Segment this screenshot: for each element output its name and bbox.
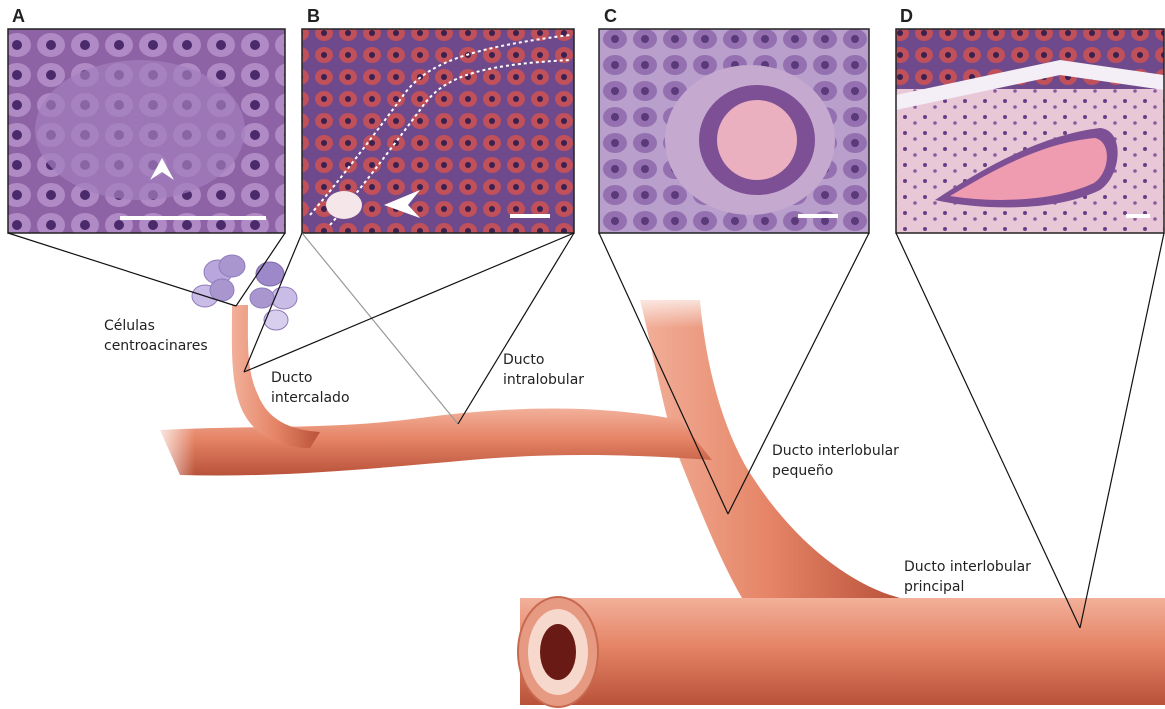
label-small-interlobular-duct: Ducto interlobular pequeño [772, 441, 899, 481]
label-line: principal [904, 577, 1031, 597]
label-line: Ducto interlobular [904, 557, 1031, 577]
panel-d-micrograph [896, 29, 1164, 233]
label-main-interlobular-duct: Ducto interlobular principal [904, 557, 1031, 597]
duct-network [150, 288, 1165, 707]
main-interlobular-duct [520, 598, 1165, 705]
label-line: intralobular [503, 370, 584, 390]
panel-letter-b: B [307, 6, 320, 27]
panel-letter-d: D [900, 6, 913, 27]
label-line: intercalado [271, 388, 350, 408]
label-line: Ducto [503, 350, 584, 370]
intralobular-duct [160, 408, 712, 475]
label-line: Células [104, 316, 208, 336]
panel-letter-a: A [12, 6, 25, 27]
label-centroacinar-cells: Células centroacinares [104, 316, 208, 356]
panel-letter-c: C [604, 6, 617, 27]
panel-b-micrograph [302, 29, 574, 233]
panel-c-micrograph [599, 29, 869, 233]
label-line: Ducto [271, 368, 350, 388]
label-line: pequeño [772, 461, 899, 481]
label-intralobular-duct: Ducto intralobular [503, 350, 584, 390]
label-intercalated-duct: Ducto intercalado [271, 368, 350, 408]
panel-a-micrograph [8, 29, 285, 233]
label-line: centroacinares [104, 336, 208, 356]
label-line: Ducto interlobular [772, 441, 899, 461]
